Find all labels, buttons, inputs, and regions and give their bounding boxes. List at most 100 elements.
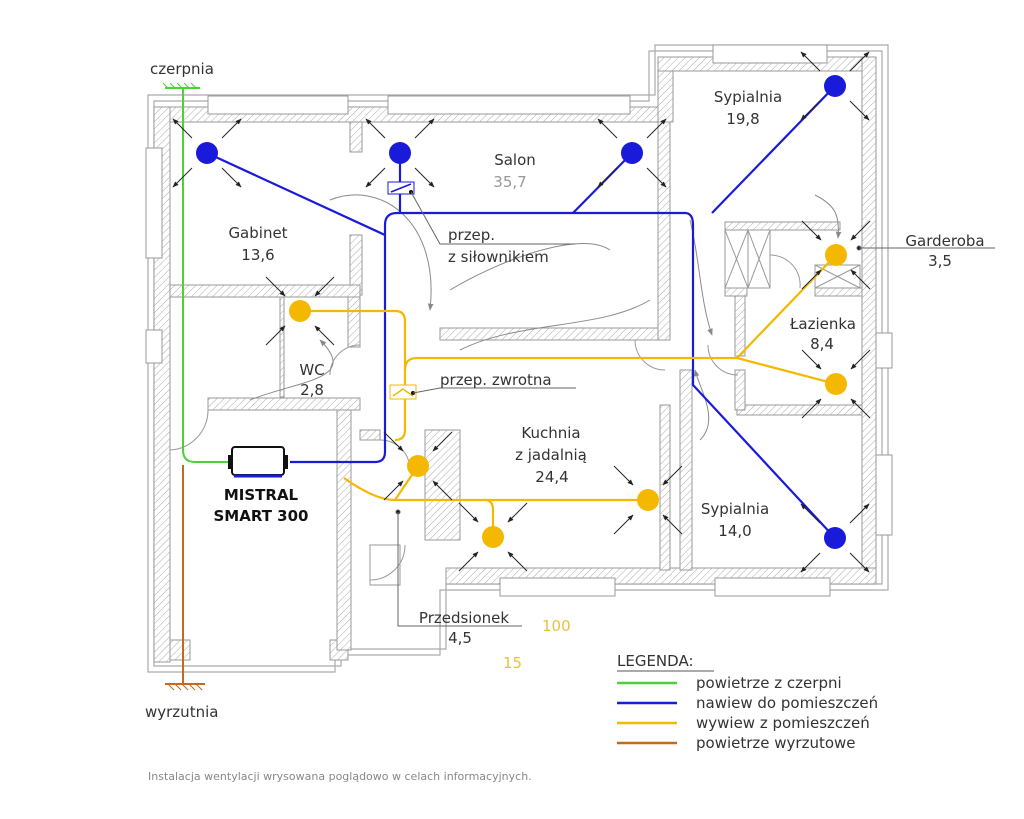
airflow-arrow <box>850 220 871 241</box>
legend-item: nawiew do pomieszczeń <box>617 694 878 712</box>
airflow-arrow <box>801 349 822 370</box>
room-wc-area: 2,8 <box>300 381 324 399</box>
exhaust-diffuser-dot <box>407 455 429 477</box>
supply-diffuser-icon <box>800 51 870 121</box>
room-kuchnia-name2: z jadalnią <box>515 446 587 464</box>
intake-duct <box>162 82 230 463</box>
exhaust-diffuser-dot <box>482 526 504 548</box>
footer-note: Instalacja wentylacji wrysowana poglądow… <box>148 770 532 783</box>
airflow-arrow <box>314 325 335 346</box>
airflow-arrow <box>850 398 871 419</box>
exhaust-diffuser-icon <box>383 431 453 501</box>
exhaust-ducts <box>300 254 837 537</box>
windows <box>145 44 893 597</box>
airflow-arrow <box>265 325 286 346</box>
airflow-arrow <box>849 552 870 573</box>
legend-items: powietrze z czerpni nawiew do pomieszczeń… <box>617 674 878 752</box>
airflow-arrow <box>801 398 822 419</box>
airflow-arrow <box>221 167 242 188</box>
legend-item: wywiew z pomieszczeń <box>617 714 870 732</box>
exhaust-diffuser-icon <box>801 220 871 290</box>
airflow-arrow <box>458 551 479 572</box>
exhaust-diffuser-dot <box>637 489 659 511</box>
airflow-arrow <box>172 167 193 188</box>
legend: LEGENDA: powietrze z czerpni nawiew do po… <box>617 652 878 752</box>
airflow-arrow <box>801 220 822 241</box>
room-przedsionek-area: 4,5 <box>448 629 472 647</box>
airflow-arrow <box>646 118 667 139</box>
check-damper <box>389 384 576 400</box>
room-sypialnia2-area: 14,0 <box>718 522 751 540</box>
exhaust-diffuser-dot <box>289 300 311 322</box>
airflow-arrow <box>849 100 870 121</box>
legend-item: powietrze wyrzutowe <box>617 734 856 752</box>
airflow-arrow <box>800 552 821 573</box>
airflow-arrow <box>432 480 453 501</box>
room-lazienka-area: 8,4 <box>810 335 834 353</box>
room-kuchnia-name: Kuchnia <box>521 424 580 442</box>
supply-diffuser-icon <box>365 118 435 188</box>
supply-diffuser-dot <box>389 142 411 164</box>
room-sypialnia1-area: 19,8 <box>726 110 759 128</box>
supply-diffuser-dot <box>824 75 846 97</box>
airflow-arrow <box>507 551 528 572</box>
airflow-arrow <box>613 465 634 486</box>
exhaust-diffuser-icon <box>458 502 528 572</box>
airflow-arrow <box>662 465 683 486</box>
room-garderoba-name: Garderoba <box>905 232 984 250</box>
legend-label: nawiew do pomieszczeń <box>696 694 878 712</box>
leader-lines <box>395 245 995 627</box>
legend-label: powietrze z czerpni <box>696 674 842 692</box>
airflow-arrow <box>850 349 871 370</box>
airflow-arrow <box>221 118 242 139</box>
number-15: 15 <box>503 654 522 672</box>
airflow-arrow <box>849 51 870 72</box>
airflow-arrow <box>646 167 667 188</box>
damper-actuator-label-1: przep. <box>448 226 495 244</box>
number-100: 100 <box>542 617 571 635</box>
airflow-arrow <box>800 100 821 121</box>
airflow-arrow <box>849 503 870 524</box>
airflow-arrow <box>800 51 821 72</box>
room-sypialnia1-name: Sypialnia <box>714 88 782 106</box>
supply-diffuser-icon <box>172 118 242 188</box>
supply-diffuser-dot <box>196 142 218 164</box>
airflow-arrow <box>365 118 386 139</box>
airflow-arrow <box>850 269 871 290</box>
diffusers <box>172 51 871 573</box>
damper-actuator-label-2: z siłownikiem <box>448 248 549 266</box>
exhaust-diffuser-icon <box>801 349 871 419</box>
airflow-arrow <box>414 167 435 188</box>
exhaust-diffuser-dot <box>825 244 847 266</box>
airflow-arrow <box>314 276 335 297</box>
airflow-arrow <box>458 502 479 523</box>
airflow-arrow <box>801 269 822 290</box>
room-salon-area: 35,7 <box>493 173 526 191</box>
room-sypialnia2-name: Sypialnia <box>701 500 769 518</box>
airflow-arrow <box>172 118 193 139</box>
check-damper-label: przep. zwrotna <box>440 371 552 389</box>
supply-diffuser-dot <box>824 527 846 549</box>
legend-item: powietrze z czerpni <box>617 674 842 692</box>
legend-label: powietrze wyrzutowe <box>696 734 856 752</box>
room-salon-name: Salon <box>494 151 536 169</box>
room-przedsionek-name: Przedsionek <box>419 609 509 627</box>
room-kuchnia-area: 24,4 <box>535 468 568 486</box>
walls <box>153 56 877 663</box>
airflow-arrow <box>414 118 435 139</box>
exhaust-diffuser-dot <box>825 373 847 395</box>
room-gabinet-name: Gabinet <box>228 224 287 242</box>
mistral-unit-icon <box>228 446 288 478</box>
room-garderoba-area: 3,5 <box>928 252 952 270</box>
damper-actuator <box>387 181 575 245</box>
airflow-arrow <box>597 118 618 139</box>
airflow-arrow <box>597 167 618 188</box>
supply-diffuser-dot <box>621 142 643 164</box>
airflow-arrow <box>383 480 404 501</box>
legend-title: LEGENDA: <box>617 652 694 670</box>
airflow-arrow <box>265 276 286 297</box>
device-label-2: SMART 300 <box>214 507 309 525</box>
exhaust-diffuser-icon <box>265 276 335 346</box>
intake-label: czerpnia <box>150 60 214 78</box>
